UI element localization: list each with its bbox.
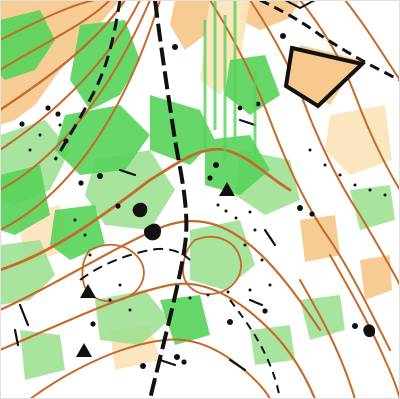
enclosure-rectangle (283, 45, 367, 109)
undergrowth-stripes (203, 0, 257, 160)
stony-ground-dots (28, 123, 387, 312)
knoll-marks (76, 182, 376, 357)
fence-line (259, 0, 400, 82)
main-track-line (53, 0, 281, 399)
boulder-dots (19, 33, 358, 369)
cliff-marks (13, 118, 277, 372)
